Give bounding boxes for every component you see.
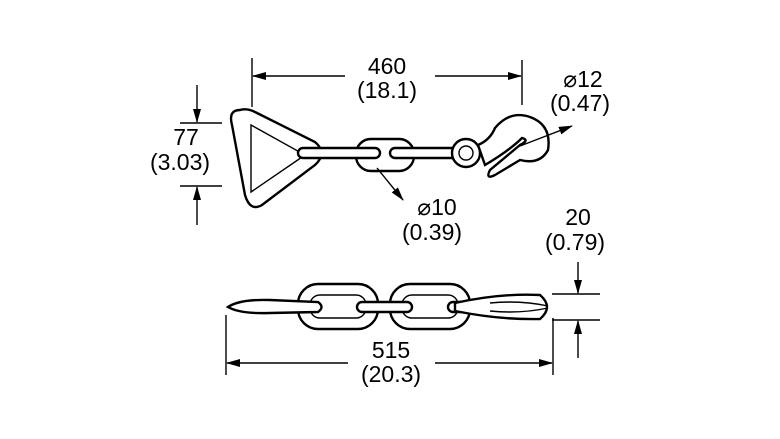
hook	[476, 113, 550, 178]
rod-left	[296, 146, 382, 160]
top-height-in: (3.03)	[150, 149, 210, 175]
top-view: 460 (18.1) 77 (3.03) ⌀12 (0.47) ⌀10 (0.3…	[150, 53, 610, 245]
side-thickness-in: (0.79)	[545, 229, 605, 255]
side-length-mm: 515	[372, 337, 410, 363]
triangle-ring-inner	[250, 123, 307, 194]
side-length-in: (20.3)	[361, 361, 421, 387]
top-length-mm: 460	[368, 53, 406, 79]
chain-dia-mm: ⌀10	[417, 194, 456, 220]
rod-side	[355, 300, 414, 314]
hook-dia-mm: ⌀12	[563, 66, 602, 92]
chain-dia-in: (0.39)	[402, 219, 462, 245]
side-view: 20 (0.79) 515 (20.3)	[225, 204, 605, 387]
triangle-ring-side	[225, 298, 323, 315]
hook-eye	[450, 137, 482, 169]
top-length-in: (18.1)	[357, 77, 417, 103]
top-height-mm: 77	[173, 124, 199, 150]
side-thickness-mm: 20	[565, 204, 591, 230]
hook-dia-in: (0.47)	[550, 90, 610, 116]
triangle-ring	[229, 108, 323, 209]
